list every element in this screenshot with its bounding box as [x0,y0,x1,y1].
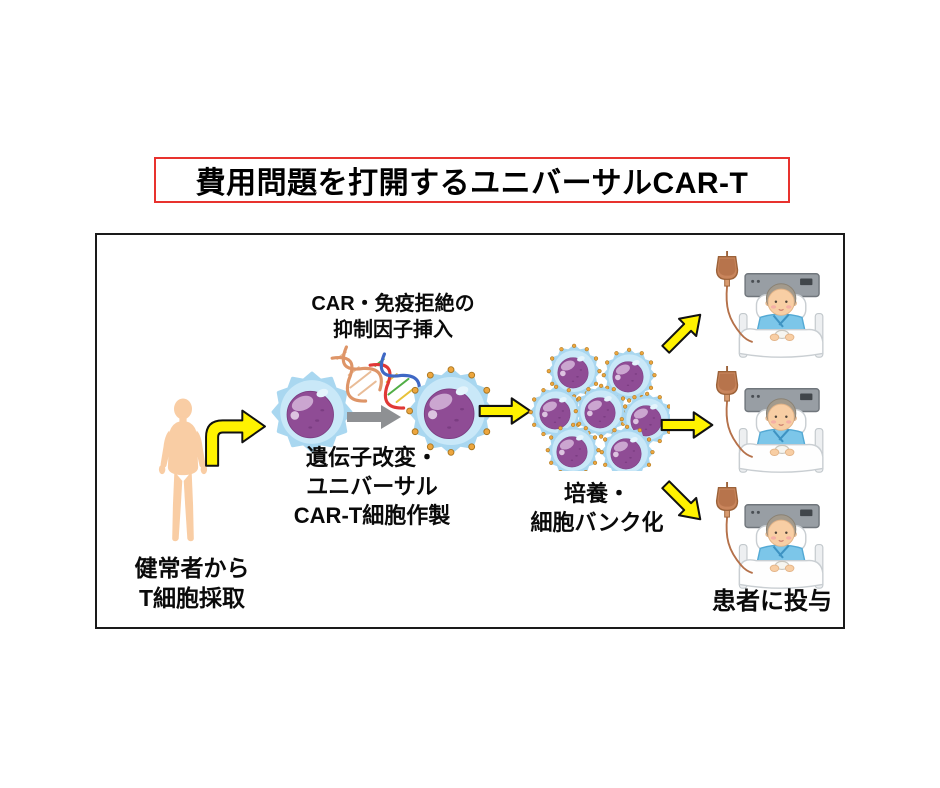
dna-helix-orange-icon [330,345,383,403]
dna-helix-multicolor-icon [368,352,421,410]
title-box: 費用問題を打開するユニバーサルCAR-T [154,157,790,203]
gray-right-arrow-icon [347,405,401,429]
administration-label: 患者に投与 [712,588,832,615]
patient-in-bed-icon [699,366,831,476]
diagram-box: 健常者から T細胞採取 CAR・免疫拒絶の 抑制因子挿入 遺伝子改変・ ユニバー [95,233,845,629]
patient-in-bed-icon [699,482,831,592]
healthy-person-icon [158,398,208,542]
page-title: 費用問題を打開するユニバーサルCAR-T [195,167,749,200]
modification-label: 遺伝子改変・ ユニバーサル CAR-T細胞作製 [293,445,451,529]
donor-label: 健常者から T細胞採取 [134,555,250,612]
insertion-label: CAR・免疫拒絶の 抑制因子挿入 [311,293,475,342]
culture-label: 培養・ 細胞バンク化 [530,481,664,536]
curved-right-arrow-icon [205,409,266,467]
cell-cluster-icon [524,343,670,471]
patient-in-bed-icon [699,251,831,361]
